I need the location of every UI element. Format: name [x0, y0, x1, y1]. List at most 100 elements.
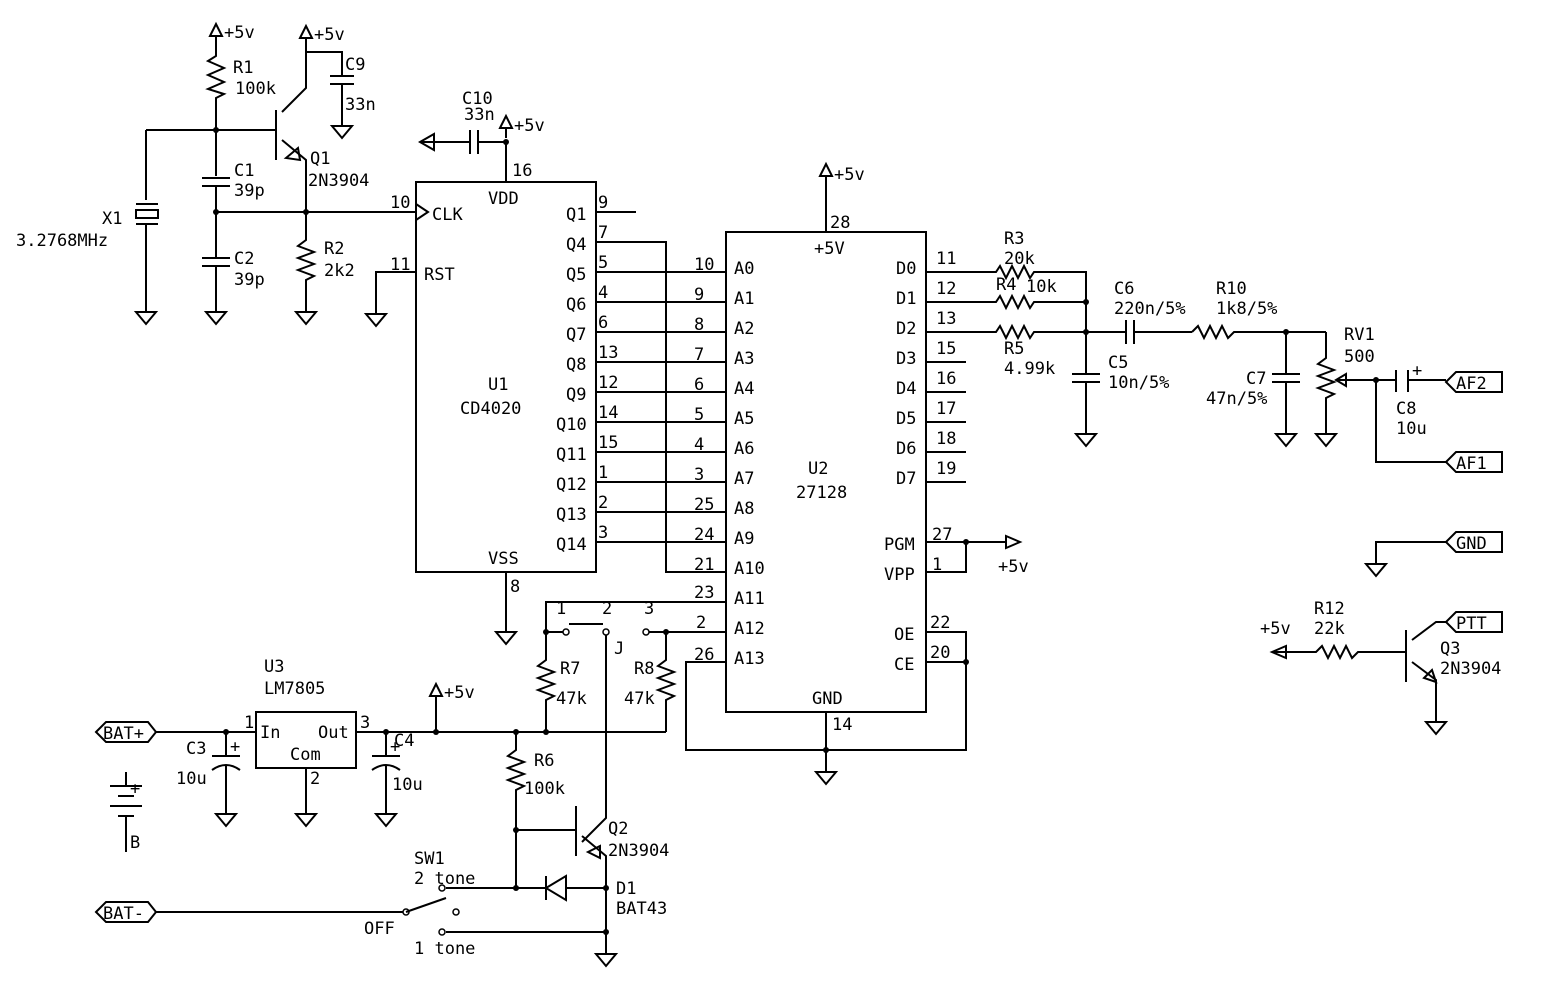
rv1-potentiometer: [1315, 332, 1337, 432]
u1-vss-label: VSS: [488, 549, 519, 569]
data-pin: 11: [936, 249, 956, 269]
c8-capacitor: [1395, 370, 1409, 392]
af2-label: AF2: [1456, 374, 1487, 394]
power-label: +5v: [224, 23, 255, 43]
sw1-pos1: 2 tone: [414, 869, 475, 889]
c5-capacitor: [1072, 332, 1100, 432]
addr-pin: 3: [694, 465, 704, 485]
u1-out-pin: 9: [598, 193, 608, 213]
x1-ref: X1: [102, 209, 122, 229]
r3-ref: R3: [1004, 229, 1024, 249]
addr-pin: 4: [694, 435, 704, 455]
q1-collector: [281, 48, 307, 113]
u1-rst-pin: 11: [390, 255, 410, 275]
data-pin: 12: [936, 279, 956, 299]
c3-ref: C3: [186, 739, 206, 759]
q1-emitter: [281, 139, 307, 212]
sw1-pos3: 1 tone: [414, 939, 475, 959]
data-name: D6: [896, 439, 916, 459]
addr-pin: 10: [694, 255, 714, 275]
power-label: +5v: [1260, 619, 1291, 639]
c5-value: 10n/5%: [1108, 373, 1169, 393]
c5-ref: C5: [1108, 353, 1128, 373]
addr-pin: 8: [694, 315, 704, 335]
one-tone-wire: [446, 931, 607, 952]
addr-name: A0: [734, 259, 754, 279]
vpp-label: VPP: [884, 565, 915, 585]
data-name: D7: [896, 469, 916, 489]
r12-ref: R12: [1314, 599, 1345, 619]
addr-pin: 2: [696, 613, 706, 633]
u1-counter: 10 CLK VDD VSS RST 11 U1 CD4020 +5v C10 …: [365, 89, 726, 645]
ptt-connector: [1444, 611, 1503, 633]
r12-resistor: [1286, 643, 1406, 661]
r4-resistor: [926, 293, 1086, 311]
c7-value: 47n/5%: [1206, 389, 1267, 409]
power-label: +5v: [998, 557, 1029, 577]
r4-value: 10k: [1026, 277, 1057, 297]
addr-pin: 6: [694, 375, 704, 395]
pgm-label: PGM: [884, 535, 915, 555]
addr-pin: 5: [694, 405, 704, 425]
c9-value: 33n: [345, 95, 376, 115]
d1-ref: D1: [616, 879, 636, 899]
c2-ref: C2: [234, 249, 254, 269]
r2-value: 2k2: [324, 261, 355, 281]
q3-emitter-arrow: [1422, 668, 1438, 684]
q2-value: 2N3904: [608, 841, 669, 861]
r1-ref: R1: [233, 58, 253, 78]
u3-out-label: Out: [318, 723, 349, 743]
d1-value: BAT43: [616, 899, 667, 919]
c3-plus: +: [230, 737, 240, 757]
addr-name: A7: [734, 469, 754, 489]
r1-resistor: [205, 46, 227, 130]
jumper-link: [546, 623, 603, 633]
c1-value: 39p: [234, 181, 265, 201]
addr-name: A9: [734, 529, 754, 549]
af2-connector: [1444, 371, 1503, 393]
ce-label: CE: [894, 655, 914, 675]
data-pin: 15: [936, 339, 956, 359]
c1-c2-capacitors: [202, 130, 230, 310]
q2-emitter: [581, 835, 607, 932]
q2-emitter-arrow: [585, 844, 601, 860]
c4-value: 10u: [392, 775, 423, 795]
data-name: D5: [896, 409, 916, 429]
u3-com-label: Com: [290, 745, 321, 765]
r5-resistor: [926, 323, 1126, 341]
u1-rst-label: RST: [424, 265, 455, 285]
r10-value: 1k8/5%: [1216, 299, 1277, 319]
r5-value: 4.99k: [1004, 359, 1055, 379]
battery-symbol: [110, 772, 142, 852]
jumper-to-q2: [581, 635, 607, 843]
u2-part: 27128: [796, 483, 847, 503]
c8-ref: C8: [1396, 399, 1416, 419]
u1-out-name: Q5: [566, 265, 586, 285]
vpp-pin: 1: [932, 555, 942, 575]
u1-out-pin: 2: [598, 493, 608, 513]
bat-plus-label: BAT+: [103, 724, 144, 744]
addr-pin: 26: [694, 645, 714, 665]
u2-data-labels: D0 11 D1 12 D2 13 D3 15 D4 16 D5 17 D6 1…: [896, 249, 956, 489]
data-name: D4: [896, 379, 916, 399]
jumper-ref: J: [614, 639, 624, 659]
u1-out-pin: 3: [598, 523, 608, 543]
q3-collector: [1411, 621, 1446, 641]
c8-plus: +: [1412, 361, 1422, 381]
connectors: AF2 AF1 GND PTT: [1365, 371, 1503, 634]
u1-out-name: Q11: [556, 445, 587, 465]
addr-pin: 23: [694, 583, 714, 603]
r6-ref: R6: [534, 751, 554, 771]
u1-out-name: Q7: [566, 325, 586, 345]
c6-value: 220n/5%: [1114, 299, 1186, 319]
ce-pin: 20: [930, 643, 950, 663]
r10-ref: R10: [1216, 279, 1247, 299]
c8-value: 10u: [1396, 419, 1427, 439]
u1-out-pin: 4: [598, 283, 608, 303]
clock-triangle: [415, 203, 430, 221]
u2-vcc-label: +5V: [814, 239, 845, 259]
u1-ref: U1: [488, 375, 508, 395]
u1-out-name: Q12: [556, 475, 587, 495]
r12-power-arrow: [1269, 644, 1287, 660]
c10-value: 33n: [464, 105, 495, 125]
